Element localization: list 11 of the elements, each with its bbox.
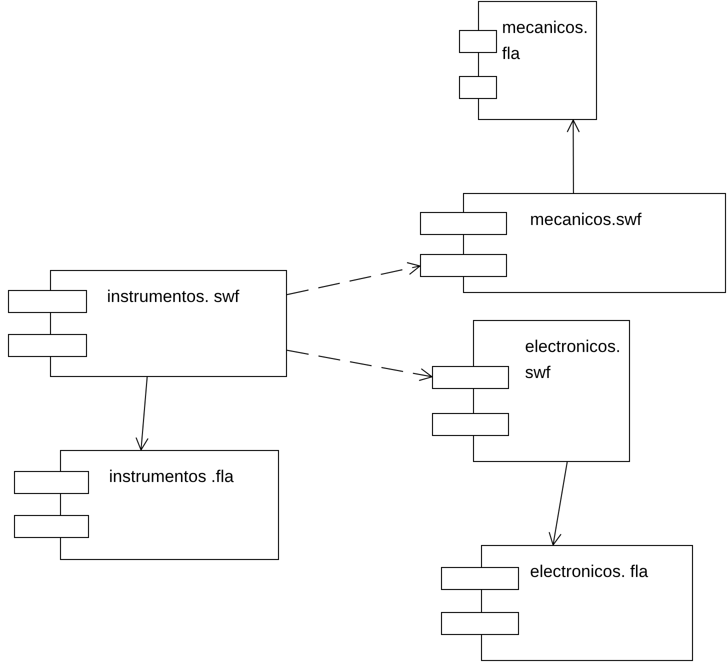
arrow (136, 376, 149, 450)
component-name: mecanicos.swf (530, 209, 642, 231)
component-name: electronicos. swf (525, 336, 622, 384)
dependency-arrow (286, 350, 432, 382)
component-name: mecanicos. fla (502, 17, 589, 65)
arrow (566, 120, 580, 194)
component-name: instrumentos .fla (109, 466, 235, 488)
arrow (548, 462, 568, 546)
component-name: instrumentos. swf (107, 286, 240, 308)
dependency-arrow (286, 262, 420, 296)
component-name: electronicos. fla (530, 561, 650, 583)
